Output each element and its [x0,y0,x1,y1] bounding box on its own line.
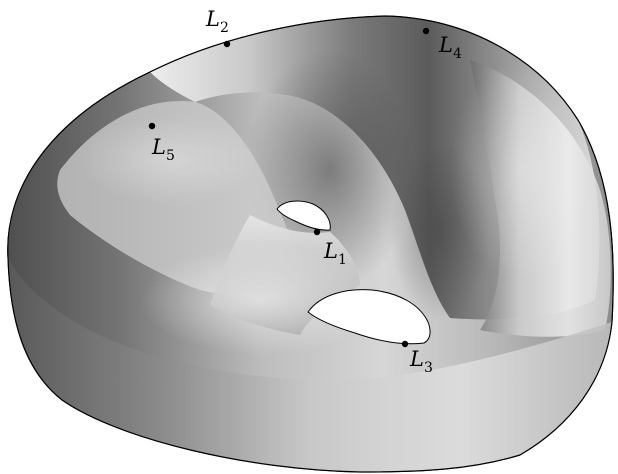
point-label-l2: L2 [205,7,229,36]
surface-outline [7,15,614,473]
point-marker-l3 [401,340,409,348]
point-marker-l5 [148,122,156,130]
point-marker-l4 [422,27,430,35]
upper-hole [276,200,331,231]
point-label-l5: L5 [151,135,175,164]
point-marker-l2 [223,40,231,48]
point-label-l1: L1 [323,239,347,268]
point-label-l4: L4 [438,33,462,62]
point-label-l3: L3 [409,347,433,376]
front-skirt [8,258,612,472]
point-marker-l1 [313,228,321,236]
lower-hole [307,289,431,345]
